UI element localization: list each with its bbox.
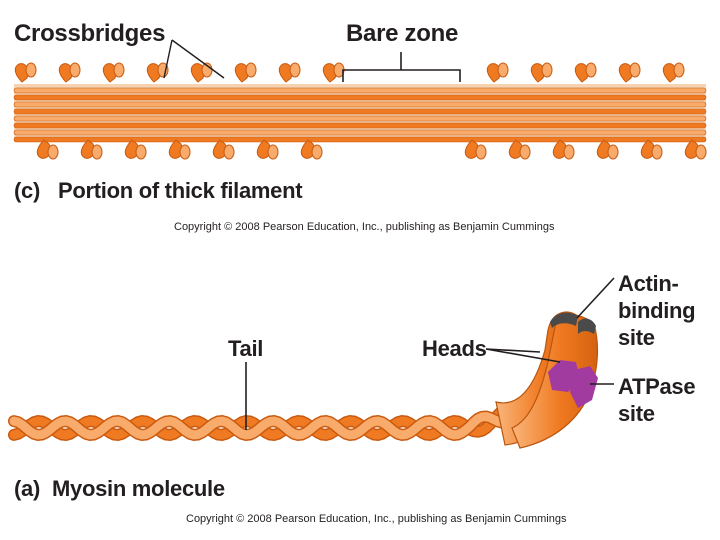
actin-label-line-3: site (618, 325, 655, 350)
crossbridge-leader-1 (163, 39, 173, 79)
caption-c-text: Portion of thick filament (58, 178, 303, 203)
thick-filament (13, 62, 707, 160)
crossbridge-head (80, 139, 103, 160)
caption-a-text: Myosin molecule (52, 476, 225, 501)
filament-crossbridge-heads (14, 62, 707, 160)
actin-binding-site-label: Actin- binding site (618, 270, 696, 351)
atpase-site-front (570, 366, 598, 408)
crossbridge-head (640, 139, 663, 160)
actin-binding-site-front (578, 318, 596, 334)
actin-binding-leader (576, 277, 615, 319)
copyright-c: Copyright © 2008 Pearson Education, Inc.… (174, 221, 555, 233)
crossbridge-head (212, 139, 235, 160)
caption-a-letter: (a) (14, 476, 40, 501)
actin-label-line-1: Actin- (618, 271, 679, 296)
filament-strands (13, 87, 707, 143)
crossbridge-head (300, 139, 323, 160)
tail-label: Tail (228, 336, 264, 361)
bare-zone-bracket (342, 52, 461, 82)
crossbridge-head (552, 139, 575, 160)
crossbridge-head (322, 62, 345, 83)
filament-strand (13, 101, 707, 108)
crossbridge-head (102, 62, 125, 83)
filament-strand (13, 94, 707, 101)
crossbridge-head (530, 62, 553, 83)
filament-strand (13, 108, 707, 115)
heads-leader-2 (485, 348, 561, 363)
bare-zone-label: Bare zone (346, 20, 459, 47)
filament-strand (13, 136, 707, 143)
filament-strand (13, 129, 707, 136)
filament-strand (13, 87, 707, 94)
crossbridge-head (278, 62, 301, 83)
filament-strand (13, 115, 707, 122)
heads-label: Heads (422, 336, 487, 361)
crossbridge-head (124, 139, 147, 160)
crossbridge-head (618, 62, 641, 83)
myosin-molecule (8, 311, 599, 449)
crossbridge-head (14, 62, 37, 83)
crossbridge-head (662, 62, 685, 83)
crossbridge-head (234, 62, 257, 83)
filament-strand (13, 122, 707, 129)
atpase-label-line-1: ATPase (618, 374, 696, 399)
atpase-label-line-2: site (618, 401, 655, 426)
crossbridge-leader-2 (171, 39, 225, 79)
crossbridge-head (596, 139, 619, 160)
actin-label-line-2: binding (618, 298, 696, 323)
crossbridge-head (190, 62, 213, 83)
crossbridge-head (464, 139, 487, 160)
copyright-a: Copyright © 2008 Pearson Education, Inc.… (186, 513, 567, 525)
crossbridges-label: Crossbridges (14, 20, 166, 47)
crossbridge-head (684, 139, 707, 160)
crossbridge-head (508, 139, 531, 160)
tail-strand-2 (9, 412, 515, 440)
atpase-site-label: ATPase site (618, 373, 696, 427)
crossbridge-head (486, 62, 509, 83)
crossbridge-head (256, 139, 279, 160)
crossbridge-head (36, 139, 59, 160)
actin-binding-site-back (550, 312, 578, 328)
crossbridge-head (574, 62, 597, 83)
crossbridge-head (58, 62, 81, 83)
crossbridge-head (168, 139, 191, 160)
myosin-tail (8, 401, 516, 441)
heads-leader-1 (485, 348, 541, 353)
caption-c-letter: (c) (14, 178, 40, 203)
